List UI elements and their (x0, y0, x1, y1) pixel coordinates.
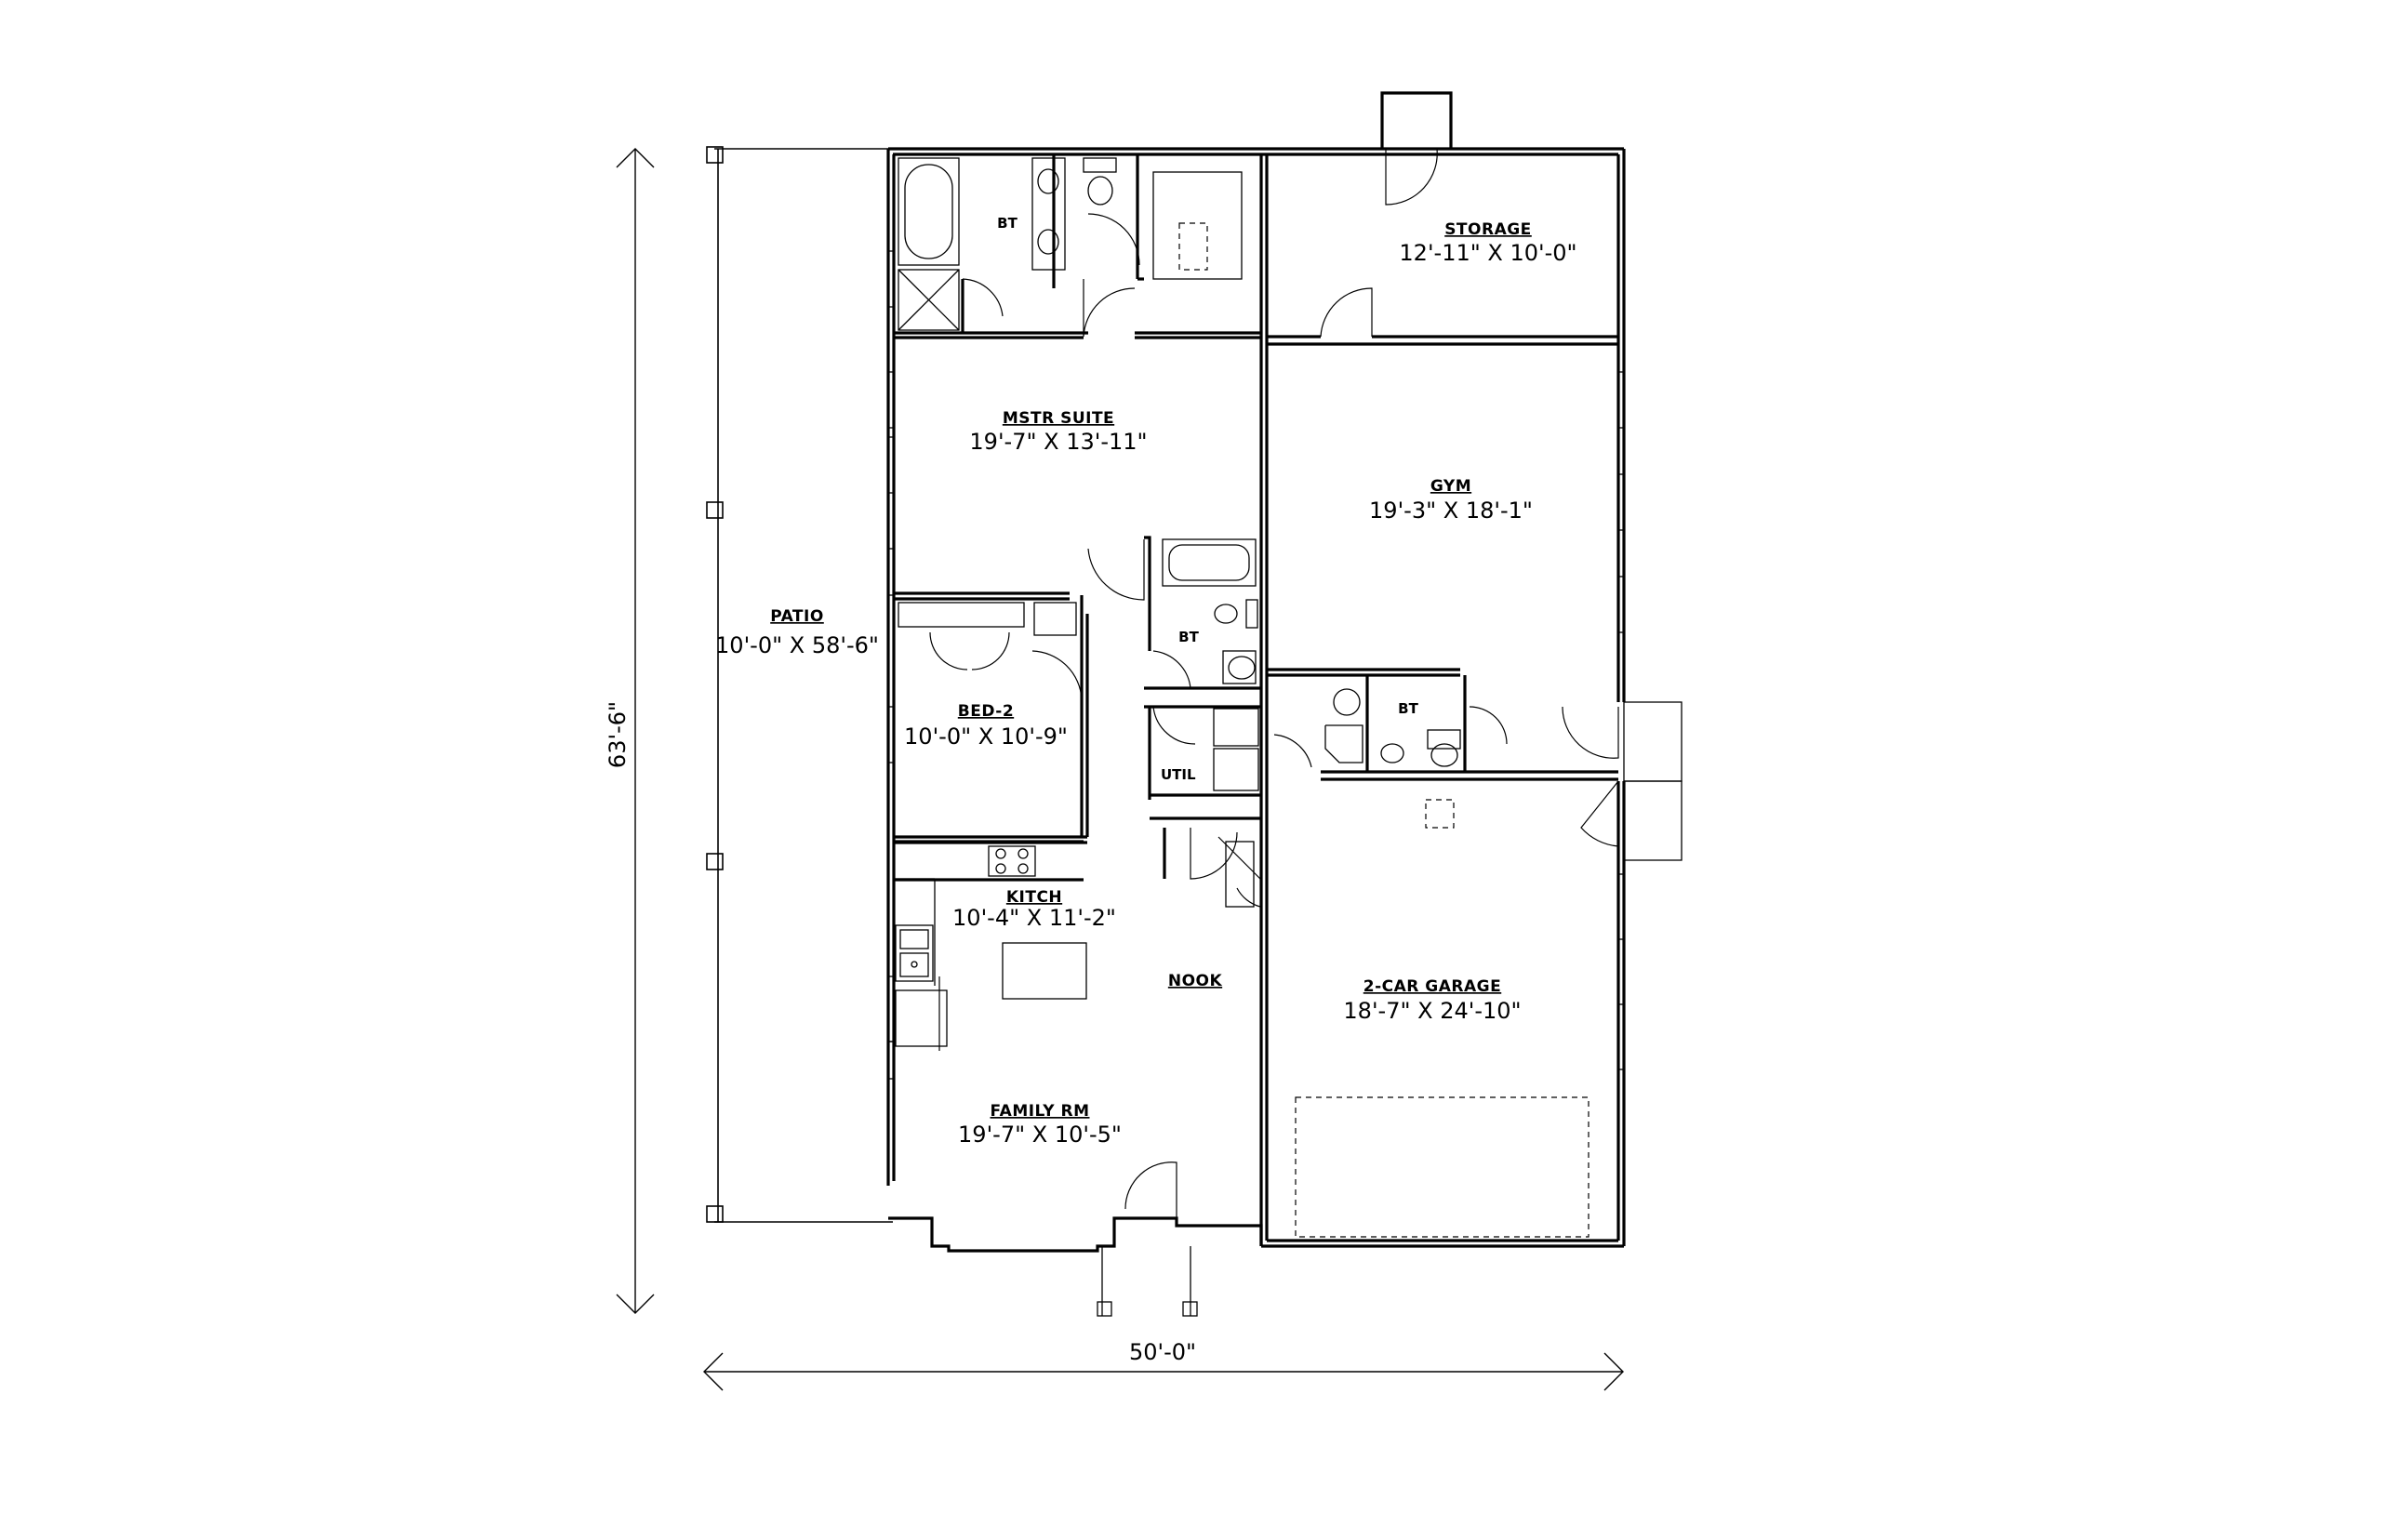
room-dim-garage: 18'-7" X 24'-10" (1343, 998, 1521, 1024)
vanity (1031, 157, 1066, 271)
room-dim-mstr-suite: 19'-7" X 13'-11" (969, 429, 1147, 455)
patio-column (706, 501, 724, 519)
interior-walls (894, 154, 1618, 1246)
room-dim-gym: 19'-3" X 18'-1" (1369, 498, 1533, 524)
patio-column (706, 146, 724, 164)
sink (1037, 168, 1059, 194)
dimension-width: 50'-0" (703, 1339, 1624, 1391)
hall-tub (1162, 538, 1257, 587)
patio-column (706, 853, 724, 870)
kitchen-sink (895, 924, 934, 982)
room-name-garage: 2-CAR GARAGE (1363, 977, 1501, 996)
garage-door (1295, 1096, 1590, 1238)
toilet (1430, 743, 1458, 767)
room-name-mstr-suite: MSTR SUITE (1003, 409, 1114, 428)
sink (1214, 604, 1238, 624)
room-dim-family: 19'-7" X 10'-5" (958, 1122, 1122, 1148)
fixtures (894, 157, 1590, 1238)
room-name-gym: GYM (1430, 477, 1471, 496)
kitchen-island (1002, 942, 1087, 1000)
overall-width-label: 50'-0" (1129, 1339, 1196, 1365)
room-dim-storage: 12'-11" X 10'-0" (1399, 240, 1576, 266)
room-name-kitch: KITCH (1006, 888, 1062, 907)
room-dim-patio: 10'-0" X 58'-6" (715, 632, 879, 658)
doors (929, 148, 1619, 1223)
room-name-bed2: BED-2 (958, 702, 1014, 721)
range (988, 845, 1036, 877)
patio-column (706, 1205, 724, 1223)
label-bath-master: BT (997, 215, 1018, 232)
room-name-storage: STORAGE (1444, 220, 1532, 239)
sink (1380, 743, 1404, 763)
label-bath-gym: BT (1398, 700, 1418, 717)
sink (1037, 229, 1059, 255)
label-util: UTIL (1161, 766, 1196, 783)
dryer (1213, 748, 1259, 791)
master-tub (898, 157, 960, 266)
room-name-patio: PATIO (770, 607, 824, 626)
master-shower (898, 269, 960, 331)
label-bath-hall: BT (1178, 629, 1199, 645)
right-windows (1617, 371, 1625, 1070)
room-labels: STORAGE 12'-11" X 10'-0" BT MSTR SUITE 1… (715, 215, 1577, 1148)
overall-depth-label: 63'-6" (605, 701, 631, 768)
dimension-depth: 63'-6" (605, 148, 655, 1314)
room-name-family: FAMILY RM (991, 1102, 1090, 1121)
room-name-nook: NOOK (1168, 972, 1223, 990)
toilet (1087, 176, 1113, 206)
sink (1333, 688, 1361, 716)
stoops (1097, 701, 1683, 1317)
toilet (1228, 656, 1256, 680)
left-windows (887, 250, 895, 1080)
room-dim-bed2: 10'-0" X 10'-9" (904, 724, 1068, 750)
patio (706, 146, 893, 1223)
room-dim-kitch: 10'-4" X 11'-2" (952, 905, 1116, 931)
washer (1213, 708, 1259, 747)
